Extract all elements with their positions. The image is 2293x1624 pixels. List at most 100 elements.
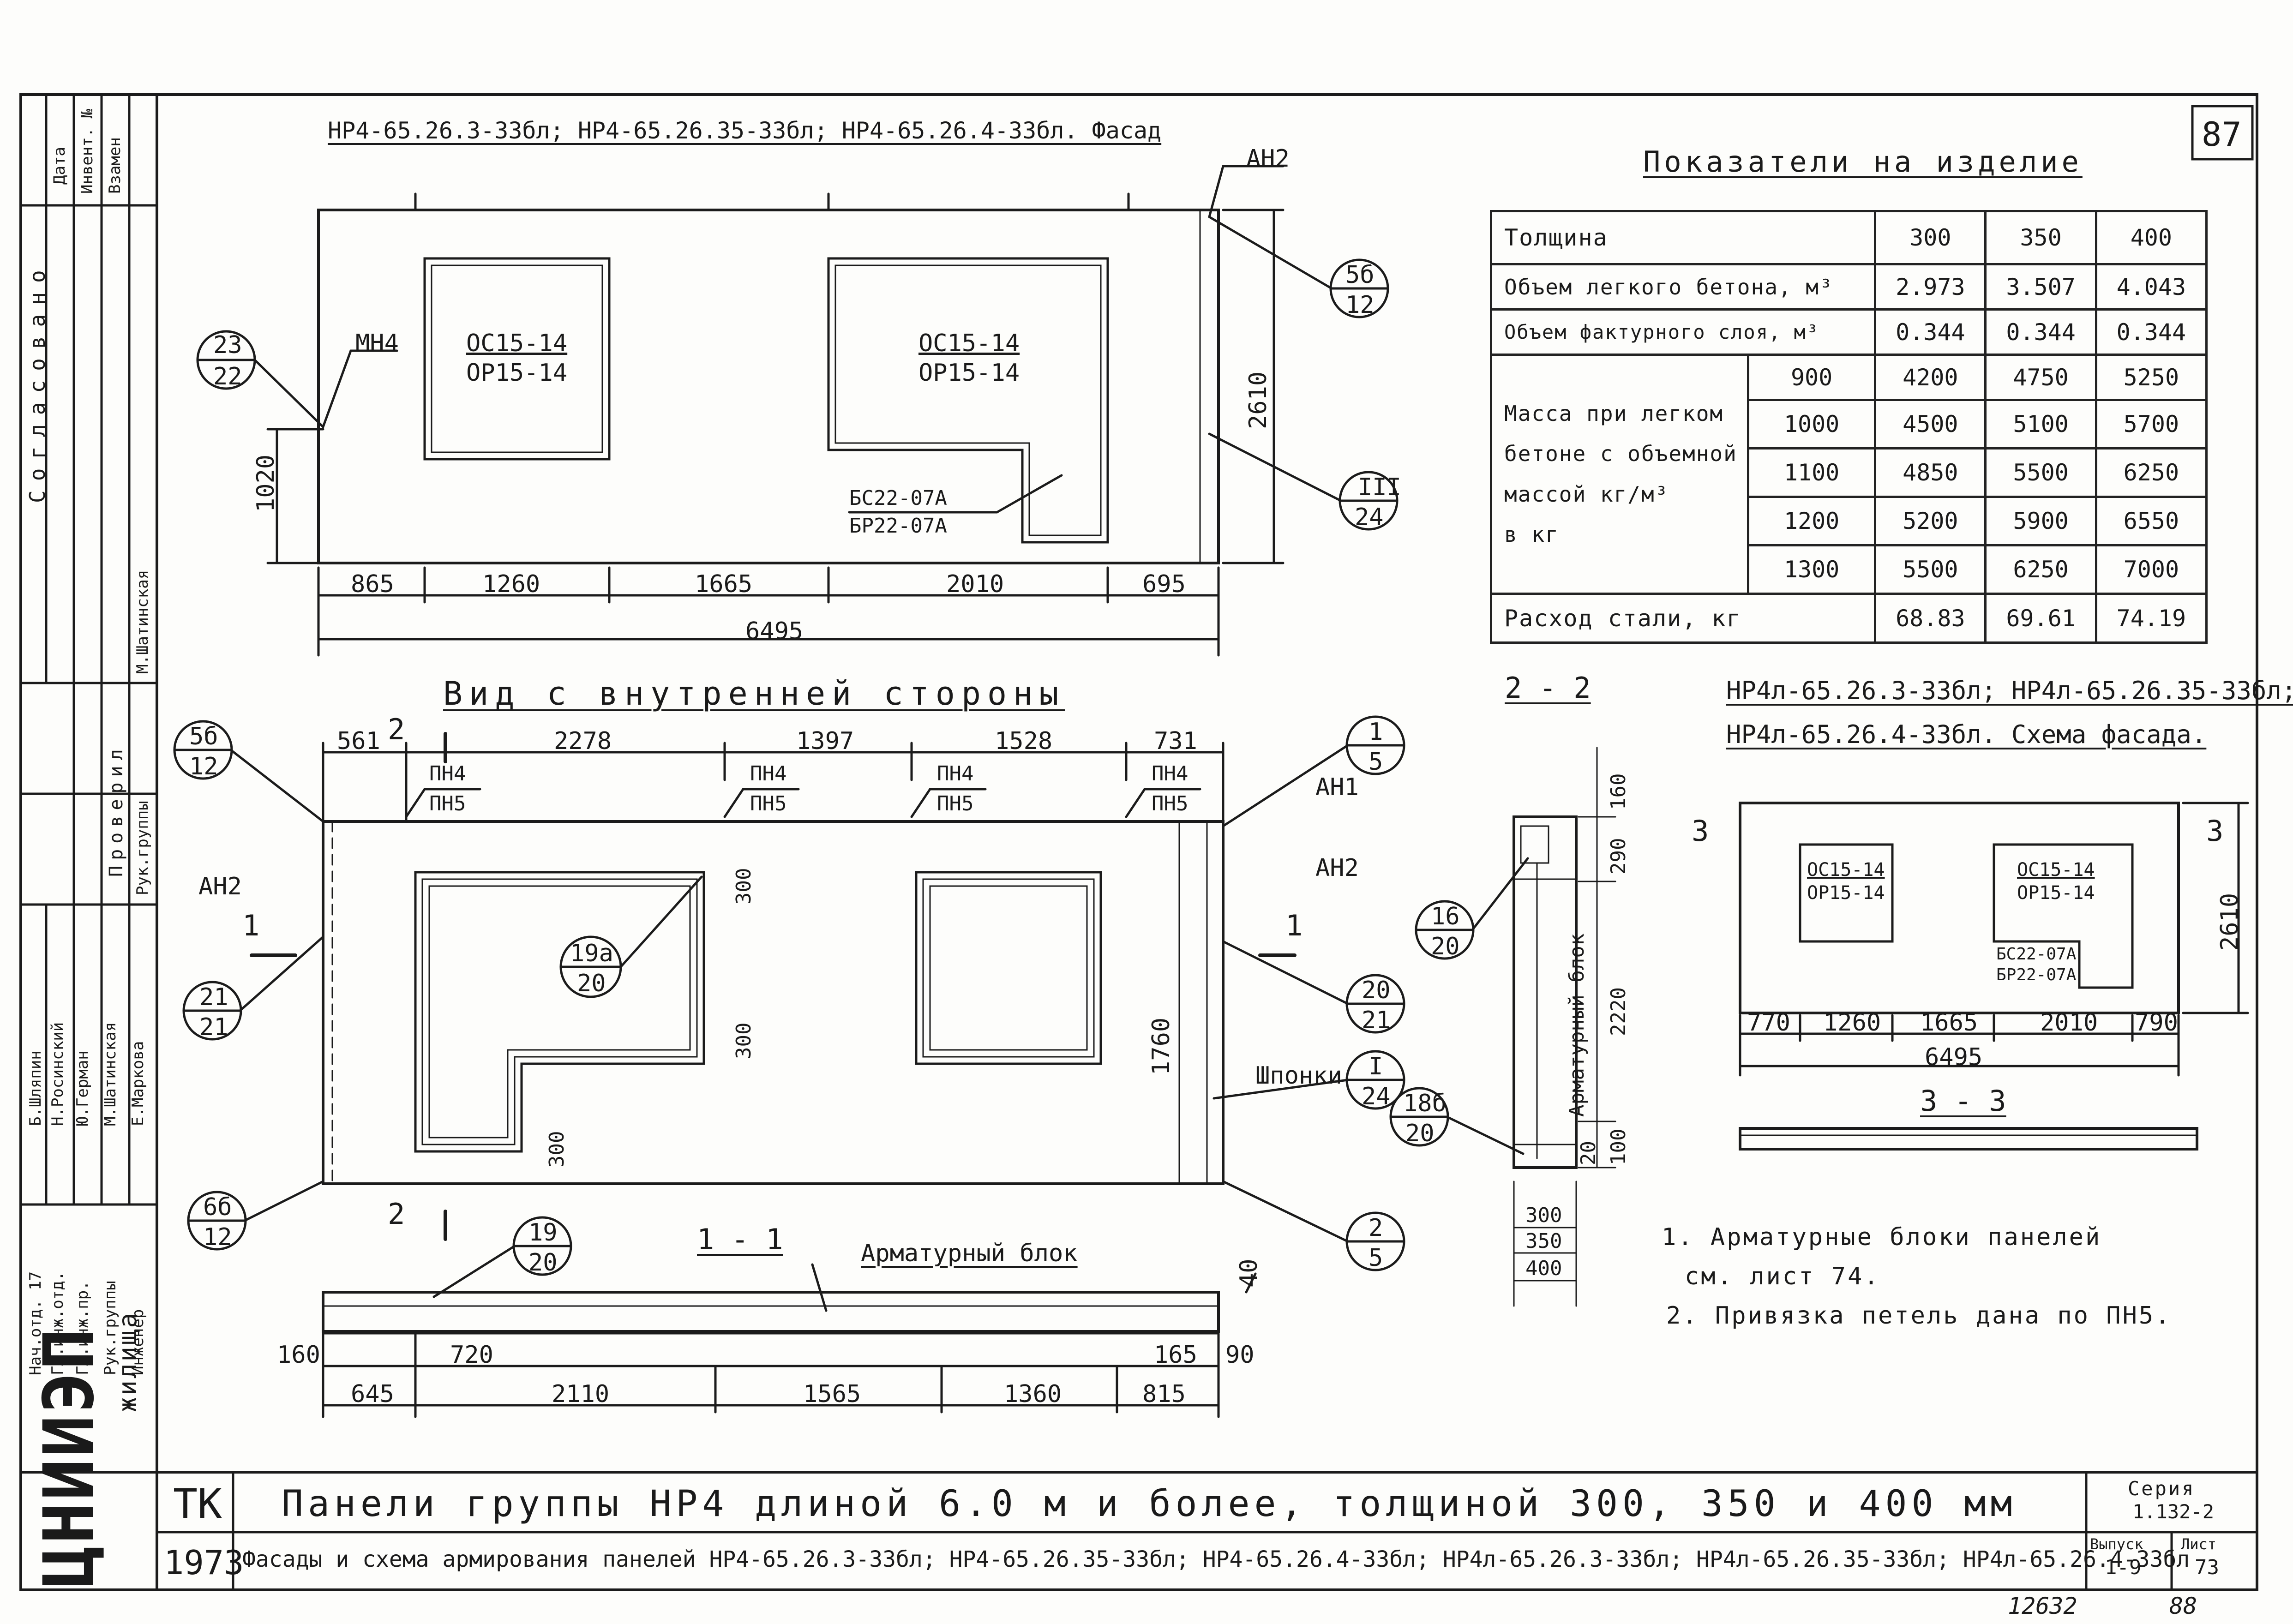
callout-16-20-bottom: 20 (1431, 933, 1460, 960)
section-mark-2-top: 2 (388, 713, 405, 746)
callout-2-5-bottom: 5 (1369, 1244, 1383, 1272)
page-number-box (2191, 105, 2254, 161)
thickness-300: 300 (1874, 210, 1987, 265)
scheme-win2-bottom: ОР15-14 (2017, 882, 2095, 904)
mass-1300-350: 6250 (1984, 544, 2097, 595)
section-2-2-thick-300: 300 (1525, 1204, 1562, 1227)
inner-dim-3: 1397 (796, 727, 854, 755)
loop-1-bottom: ПН5 (429, 792, 466, 815)
section-1-1-dim-40: 40 (1235, 1258, 1263, 1288)
facade-dim-4: 2010 (946, 570, 1004, 598)
callout-20-21-bottom: 21 (1362, 1007, 1391, 1034)
inner-title: Вид с внутренней стороны (443, 675, 1065, 713)
section-1-1-dim-165: 165 (1154, 1341, 1197, 1369)
steel-350: 69.61 (1984, 593, 2097, 644)
callout-6b-top: 6б (203, 1193, 232, 1221)
facade-dim-5: 695 (1142, 570, 1186, 598)
section-1-1-dim-160: 160 (277, 1341, 320, 1369)
title-main: Панели группы НР4 длиной 6.0 м и более, … (282, 1483, 2017, 1525)
inner-dim-4: 1528 (995, 727, 1053, 755)
stamp-date: Дата (50, 147, 69, 185)
loop-4-top: ПН4 (1152, 762, 1189, 785)
mass-1000-400: 5700 (2095, 399, 2208, 449)
mass-900-400: 5250 (2095, 354, 2208, 401)
scheme-height: 2610 (2216, 893, 2244, 951)
loop-2-bottom: ПН5 (750, 792, 787, 815)
facade-window-1 (423, 257, 611, 461)
inner-window-2 (915, 871, 1102, 1065)
properties-table: Толщина 300 350 400 Объем легкого бетона… (1489, 210, 2208, 644)
mass-1200-350: 5900 (1984, 496, 2097, 546)
section-3-3-outline (1739, 1127, 2198, 1151)
section-1-1-bottom-3: 1565 (803, 1380, 861, 1408)
loop-2-top: ПН4 (750, 762, 787, 785)
callout-18b-20-bottom: 20 (1405, 1120, 1435, 1147)
section-1-1-dim-90: 90 (1225, 1341, 1255, 1369)
loop-1-top: ПН4 (429, 762, 466, 785)
section-2-2-dim-160: 160 (1607, 773, 1630, 810)
section-2-2-thick-400: 400 (1525, 1257, 1562, 1280)
section-mark-1-right: 1 (1285, 909, 1303, 942)
callout-I-24-bottom: 24 (1362, 1083, 1391, 1110)
facade-window-2 (827, 257, 1109, 544)
callout-1-5-bottom: 5 (1369, 748, 1383, 776)
scheme-door-bottom: БР22-07А (1996, 965, 2077, 984)
scheme-section-3-left: 3 (1692, 814, 1709, 848)
sheet-label: Лист (2181, 1535, 2217, 1553)
issue-value: 1-9 (2105, 1556, 2142, 1579)
facade-mn4-label: МН4 (355, 330, 399, 357)
thickness-400: 400 (2095, 210, 2208, 265)
stamp-checker-name: М.Шатинская (133, 569, 152, 674)
facing-350: 0.344 (1984, 308, 2097, 356)
scheme-title-line-2: НР4л-65.26.4-33бл. Схема фасада. (1726, 720, 2207, 749)
scheme-total: 6495 (1925, 1043, 1983, 1071)
facade-win1-top: ОС15-14 (466, 330, 568, 357)
stamp-name-5: Е.Маркова (129, 1041, 147, 1126)
scheme-window-2 (1993, 843, 2134, 989)
facade-door-bottom: БР22-07А (849, 514, 947, 538)
inner-dim-1: 561 (337, 727, 380, 755)
series-label: Серия (2128, 1477, 2196, 1500)
callout-inner-5b-top: 5б (189, 723, 218, 750)
loop-4-bottom: ПН5 (1152, 792, 1189, 815)
mass-1100-300: 4850 (1874, 447, 1987, 498)
mass-label: Масса при легком бетоне с объемной массо… (1490, 354, 1749, 595)
inner-an2-left-label: АН2 (198, 873, 242, 900)
stamp-name-4: М.Шатинская (101, 1022, 120, 1126)
callout-21-bottom: 21 (199, 1013, 228, 1041)
mass-label-line-1: Масса при легком (1504, 401, 1724, 426)
facade-win2-top: ОС15-14 (918, 330, 1020, 357)
org-logo: ЦНИИЭП (29, 1326, 109, 1588)
facade-door-top: БС22-07А (849, 486, 947, 510)
mass-1200-400: 6550 (2095, 496, 2208, 546)
thickness-350: 350 (1984, 210, 2097, 265)
inner-dim-300a: 300 (732, 868, 756, 905)
stamp-replace: Взамен (106, 137, 124, 194)
facing-label: Объем фактурного слоя, м³ (1489, 308, 1877, 356)
thickness-label: Толщина (1489, 210, 1877, 265)
light-concrete-300: 2.973 (1874, 263, 1987, 311)
facade-total: 6495 (745, 617, 804, 645)
facing-300: 0.344 (1874, 308, 1987, 356)
callout-I-24-top: I (1369, 1053, 1383, 1080)
mass-900-350: 4750 (1984, 354, 2097, 401)
scheme-section-3-right: 3 (2206, 814, 2224, 848)
scheme-title-line-1: НР4л-65.26.3-33бл; НР4л-65.26.35-33бл; (1726, 676, 2293, 705)
scheme-outline (1739, 802, 2180, 1014)
mass-1100-350: 5500 (1984, 447, 2097, 498)
facade-dim-3: 1665 (695, 570, 753, 598)
section-1-1-dim-720: 720 (450, 1341, 493, 1369)
inner-dim-300c: 300 (545, 1131, 569, 1168)
stamp-name-2: Н.Росинский (48, 1022, 67, 1126)
callout-16-20-top: 16 (1431, 903, 1460, 930)
loop-3-top: ПН4 (937, 762, 974, 785)
scheme-win2-top: ОС15-14 (2017, 859, 2095, 881)
section-2-2-dim-290: 290 (1607, 838, 1630, 875)
callout-inner-5b-bottom: 12 (189, 753, 218, 780)
section-2-2-outline (1513, 815, 1578, 1169)
scheme-dim-1: 770 (1747, 1009, 1790, 1037)
inner-dim-300b: 300 (732, 1022, 756, 1059)
mass-1300-300: 5500 (1874, 544, 1987, 595)
light-concrete-350: 3.507 (1984, 263, 2097, 311)
title-sub: Фасады и схема армирования панелей НР4-6… (242, 1546, 2190, 1572)
